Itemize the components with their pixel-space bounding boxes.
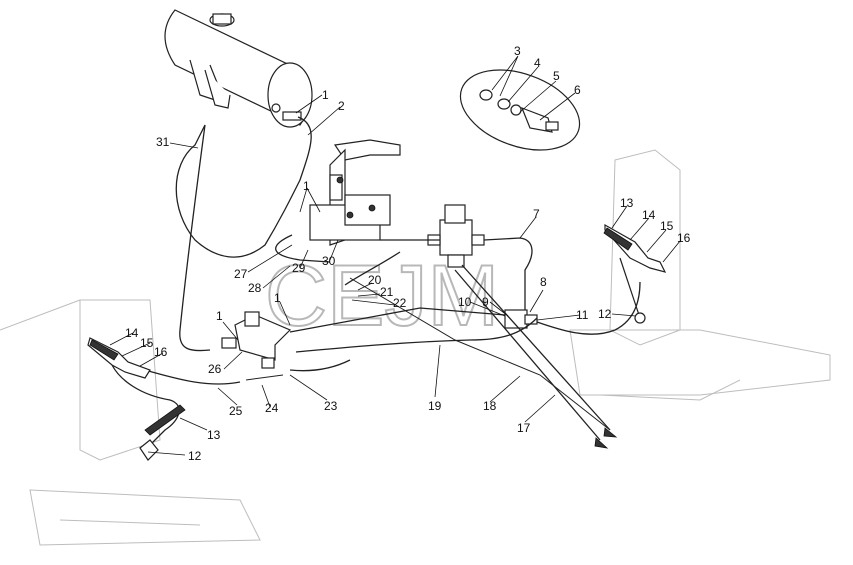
callout-3: 3 bbox=[514, 44, 521, 58]
tee-fitting bbox=[504, 309, 538, 329]
callout-28: 28 bbox=[248, 281, 262, 295]
callout-29: 29 bbox=[292, 261, 306, 275]
callout-1-valve: 1 bbox=[303, 179, 310, 193]
callout-8: 8 bbox=[540, 275, 547, 289]
callout-1-tank: 1 bbox=[322, 88, 329, 102]
lower-valve-block bbox=[221, 311, 292, 369]
callout-17: 17 bbox=[517, 421, 531, 435]
callout-31: 31 bbox=[156, 135, 170, 149]
callout-22: 22 bbox=[393, 296, 407, 310]
callout-11: 11 bbox=[576, 308, 589, 322]
distribution-valve bbox=[427, 204, 485, 268]
background-chassis bbox=[0, 149, 831, 546]
leader-lines bbox=[109, 55, 681, 456]
callout-2: 2 bbox=[338, 99, 345, 113]
callout-14-right: 14 bbox=[642, 208, 656, 222]
callout-13-left: 13 bbox=[207, 428, 221, 442]
callout-9: 9 bbox=[482, 295, 489, 309]
callout-15-right: 15 bbox=[660, 219, 674, 233]
air-tank bbox=[164, 9, 313, 128]
callout-30: 30 bbox=[322, 254, 336, 268]
outlet-arrows bbox=[594, 427, 618, 449]
callout-5: 5 bbox=[553, 69, 560, 83]
callout-16-right: 16 bbox=[677, 231, 691, 245]
callout-10: 10 bbox=[458, 295, 472, 309]
callout-12-left: 12 bbox=[188, 449, 202, 463]
callout-14-left: 14 bbox=[125, 326, 139, 340]
callout-25: 25 bbox=[229, 404, 243, 418]
callout-4: 4 bbox=[534, 56, 541, 70]
spring-assemblies bbox=[87, 223, 667, 461]
detail-inset bbox=[459, 69, 581, 151]
callout-13-right: 13 bbox=[620, 196, 634, 210]
callout-15-left: 15 bbox=[140, 336, 154, 350]
callout-23: 23 bbox=[324, 399, 338, 413]
callout-12-right: 12 bbox=[598, 307, 612, 321]
callout-7: 7 bbox=[533, 207, 540, 221]
callout-27: 27 bbox=[234, 267, 248, 281]
callout-21: 21 bbox=[380, 285, 394, 299]
callout-16-left: 16 bbox=[154, 345, 168, 359]
callout-1-mid: 1 bbox=[274, 291, 281, 305]
callout-19: 19 bbox=[428, 399, 442, 413]
callout-1-block: 1 bbox=[216, 309, 223, 323]
callout-26: 26 bbox=[208, 362, 222, 376]
callout-24: 24 bbox=[265, 401, 279, 415]
callout-6: 6 bbox=[574, 83, 581, 97]
control-valve bbox=[309, 139, 401, 246]
callout-20: 20 bbox=[368, 273, 382, 287]
callout-18: 18 bbox=[483, 399, 497, 413]
callout-labels: 1 2 31 3 4 5 6 1 7 8 9 10 11 12 13 14 15… bbox=[125, 44, 691, 463]
